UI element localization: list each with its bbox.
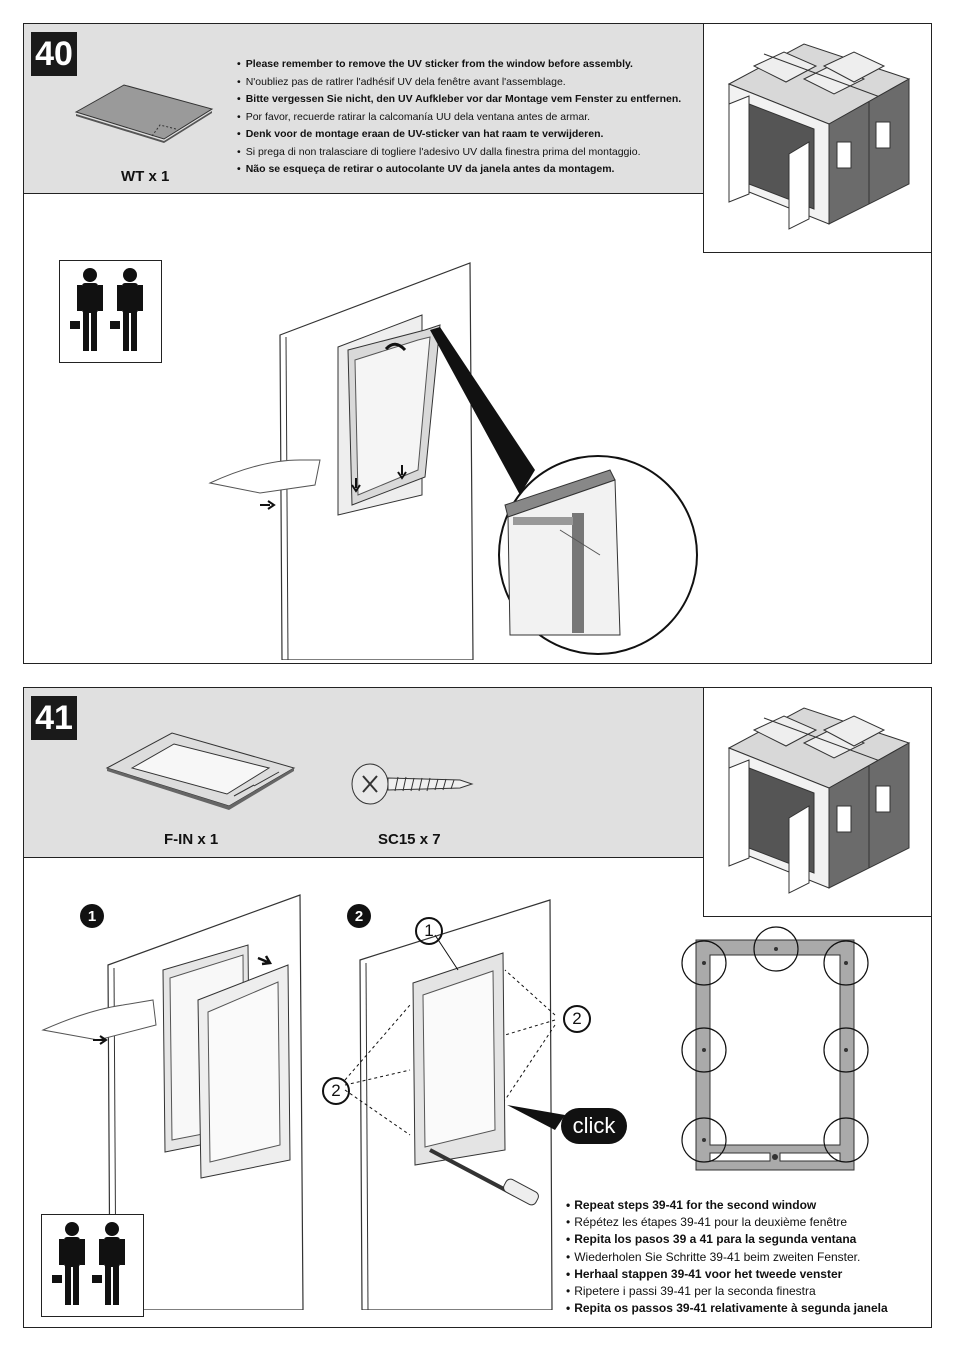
step-40-number: 40 [31,32,77,76]
note-line: Répétez les étapes 39-41 pour la deuxièm… [566,1214,931,1231]
callout-1: 1 [415,917,443,945]
window-frame-part-image [105,732,296,810]
step-40-part-label: WT x 1 [121,168,170,185]
note-line: Denk voor de montage eraan de UV-sticker… [237,126,707,144]
callout-2-right: 2 [563,1005,591,1033]
step-41-number: 41 [31,696,77,740]
note-line: Please remember to remove the UV sticker… [237,56,707,74]
shed-illustration [703,687,932,917]
click-label-text: click [572,1113,616,1138]
step-41-part1-label: F-IN x 1 [164,831,219,848]
callout-2-right-text: 2 [572,1009,582,1028]
shed-illustration [703,23,932,253]
callout-2-left-text: 2 [331,1081,341,1100]
uv-sticker-part-image [74,84,214,143]
note-line: N'oubliez pas de ratlrer l'adhésif UV de… [237,74,707,92]
substep-2-drawing [344,899,565,1310]
step-41-part2-label: SC15 x 7 [378,831,441,848]
note-line: Ripetere i passi 39-41 per la seconda fi… [566,1283,931,1300]
step-40-window-install-drawing [208,262,698,660]
note-line: Por favor, recuerde ratirar la calcomaní… [237,109,707,127]
callout-2-left: 2 [322,1077,350,1105]
substep-2-badge: 2 [347,904,371,928]
note-line: Repita los pasos 39 a 41 para la segunda… [566,1231,931,1248]
two-workers-icon [59,260,162,363]
screw-position-diagram [681,926,869,1171]
step-40-notes: Please remember to remove the UV sticker… [237,56,707,179]
note-line: Não se esqueça de retirar o autocolante … [237,161,707,179]
note-line: Si prega di non tralasciare di togliere … [237,144,707,162]
step-41-notes: Repeat steps 39-41 for the second window… [566,1197,931,1317]
two-workers-icon [41,1214,144,1317]
note-line: Repita os passos 39-41 relativamente à s… [566,1300,931,1317]
click-label: click [561,1108,627,1144]
note-line: Bitte vergessen Sie nicht, den UV Aufkle… [237,91,707,109]
screw-icon [351,763,474,805]
callout-1-text: 1 [424,921,434,940]
substep-1-badge: 1 [80,904,104,928]
note-line: Wiederholen Sie Schritte 39-41 beim zwei… [566,1249,931,1266]
note-line: Herhaal stappen 39-41 voor het tweede ve… [566,1266,931,1283]
substep-1-drawing [41,894,304,1310]
note-line: Repeat steps 39-41 for the second window [566,1197,931,1214]
